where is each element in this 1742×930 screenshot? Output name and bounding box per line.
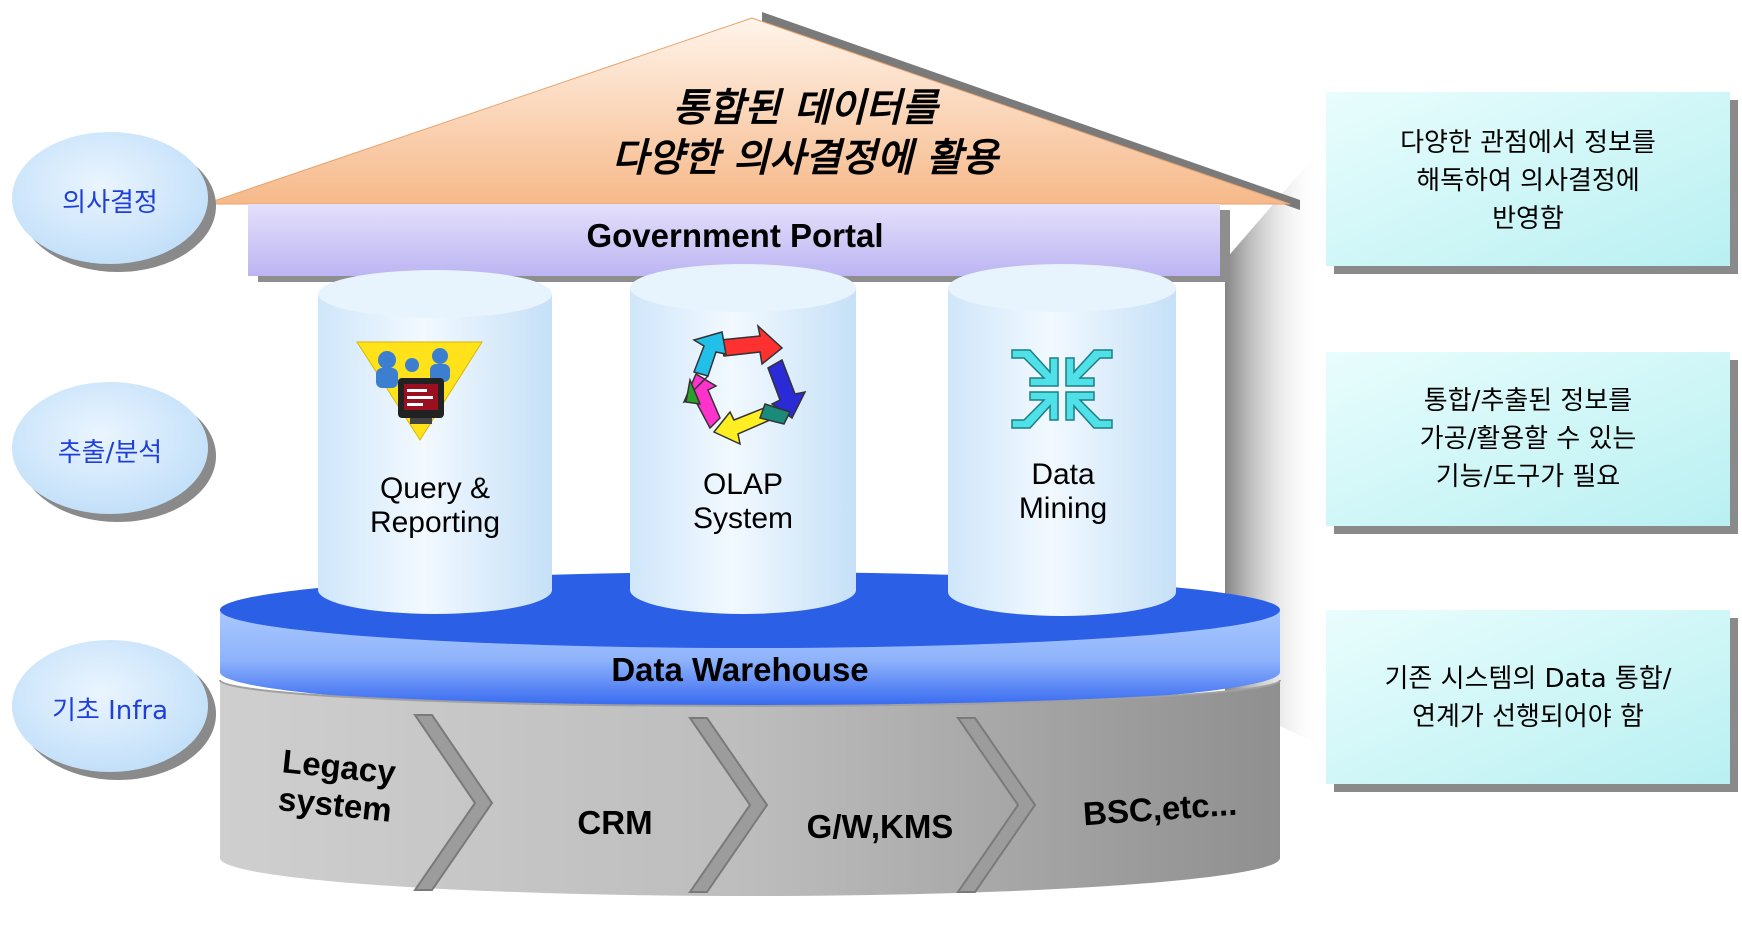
- base-item-legacy: Legacy system: [276, 742, 398, 829]
- perspective-shadow: [1225, 150, 1320, 745]
- base-chevrons: [413, 714, 1037, 893]
- pillar-label-query-reporting: Query & Reporting: [369, 472, 501, 539]
- data-mining-arrows-icon: [1011, 349, 1113, 429]
- pillar-label-data-mining: Data Mining: [1018, 458, 1108, 525]
- note-box-3: [1326, 610, 1738, 792]
- pillar-label-olap: OLAP System: [692, 468, 794, 535]
- government-portal-label: Government Portal: [586, 217, 884, 254]
- query-reporting-icon: [356, 341, 483, 441]
- portal-beam: [248, 204, 1220, 276]
- level-label-decision: 의사결정: [62, 188, 158, 218]
- note-text-3: 기존 시스템의 Data 통합/ 연계가 선행되어야 함: [1384, 664, 1672, 732]
- level-label-infra: 기초 Infra: [51, 696, 169, 726]
- base-top-rim: [219, 679, 1281, 707]
- level-oval-decision: [12, 132, 216, 272]
- roof-title-line1: 통합된 데이터를: [672, 86, 938, 131]
- note-text-2: 통합/추출된 정보를 가공/활용할 수 있는 기능/도구가 필요: [1419, 386, 1637, 492]
- olap-cycle-icon: [682, 323, 807, 446]
- level-oval-infra: [12, 640, 216, 780]
- note-text-1: 다양한 관점에서 정보를 해독하여 의사결정에 반영함: [1400, 128, 1656, 234]
- level-label-analysis: 추출/분석: [57, 438, 163, 468]
- base-item-crm: CRM: [577, 804, 653, 841]
- level-oval-analysis: [12, 382, 216, 522]
- pillar-2: [630, 264, 856, 614]
- roof-title-line2: 다양한 의사결정에 활용: [612, 136, 998, 181]
- data-warehouse-label: Data Warehouse: [611, 651, 869, 688]
- pillar-1: [318, 270, 552, 614]
- base-item-gw-kms: G/W,KMS: [806, 808, 954, 845]
- note-box-2: [1326, 352, 1738, 534]
- note-box-1: [1326, 92, 1738, 274]
- pillar-3: [948, 264, 1176, 616]
